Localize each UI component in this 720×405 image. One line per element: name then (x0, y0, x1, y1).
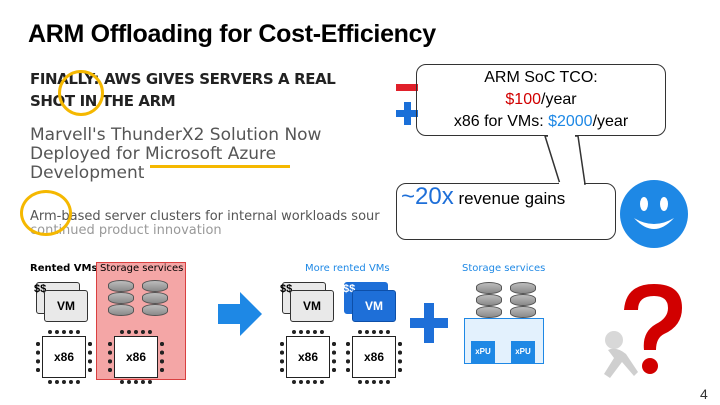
x86-chip-label: x86 (125, 350, 147, 364)
x86-chip-label: x86 (363, 350, 385, 364)
database-icon (142, 280, 168, 292)
article-line-1: Arm-based server clusters for internal w… (30, 210, 380, 224)
xpu-board: xPU xPU (464, 318, 544, 364)
article-subhead: Marvell's ThunderX2 Solution Now Deploye… (30, 125, 322, 183)
minus-icon (396, 84, 418, 91)
highlight-underline (150, 165, 290, 168)
x86-chip: x86 (36, 330, 92, 384)
x86-chip: x86 (108, 330, 164, 384)
page-number: 4 (700, 386, 708, 402)
database-icon (108, 292, 134, 304)
dollar-label: $$ (280, 283, 293, 295)
revenue-callout: ~20x revenue gains (396, 183, 616, 240)
highlight-circle-arm-based (20, 190, 72, 236)
plus-icon-vertical (404, 102, 411, 125)
tco-box: ARM SoC TCO: $100/year x86 for VMs: $200… (416, 64, 666, 136)
x86-prefix: x86 for VMs: (453, 113, 549, 130)
database-icon (476, 294, 502, 306)
x86-chip-label: x86 (53, 350, 75, 364)
question-figure-icon (604, 284, 682, 378)
revenue-multiplier: ~20x (401, 183, 454, 210)
label-storage-services-right: Storage services (462, 263, 546, 274)
slide-title: ARM Offloading for Cost-Efficiency (28, 20, 436, 48)
xpu-chip: xPU (471, 341, 495, 363)
vm-card-blue: VM (352, 290, 396, 322)
highlight-circle-arm (58, 70, 104, 116)
tco-line-2: $100/year (417, 89, 665, 111)
label-storage-services: Storage services (100, 263, 184, 274)
arm-cost: $100 (505, 91, 541, 108)
database-icon (510, 294, 536, 306)
plus-large-icon-vertical (424, 303, 434, 343)
vm-card: VM (290, 290, 334, 322)
vm-card: VM (44, 290, 88, 322)
x86-chip: x86 (346, 330, 402, 384)
x86-chip: x86 (280, 330, 336, 384)
smiley-icon (620, 180, 688, 248)
database-icon (476, 282, 502, 294)
database-icon (510, 306, 536, 318)
xpu-chip: xPU (511, 341, 535, 363)
x86-chip-label: x86 (297, 350, 319, 364)
x86-cost-suffix: /year (592, 113, 629, 130)
label-more-rented-vms: More rented VMs (305, 263, 390, 274)
revenue-text: revenue gains (453, 189, 566, 208)
database-icon (510, 282, 536, 294)
database-icon (476, 306, 502, 318)
dollar-label: $$ (34, 283, 47, 295)
database-icon (108, 280, 134, 292)
article-line-2: continued product innovation (30, 224, 222, 238)
arm-cost-suffix: /year (541, 91, 577, 108)
tco-line-1: ARM SoC TCO: (484, 69, 598, 86)
arrow-right-icon (218, 292, 262, 336)
label-rented-vms: Rented VMs (30, 263, 98, 274)
database-icon (108, 304, 134, 316)
x86-cost: $2000 (548, 113, 593, 130)
database-icon (142, 292, 168, 304)
database-icon (142, 304, 168, 316)
tco-line-3: x86 for VMs: $2000/year (417, 111, 665, 133)
